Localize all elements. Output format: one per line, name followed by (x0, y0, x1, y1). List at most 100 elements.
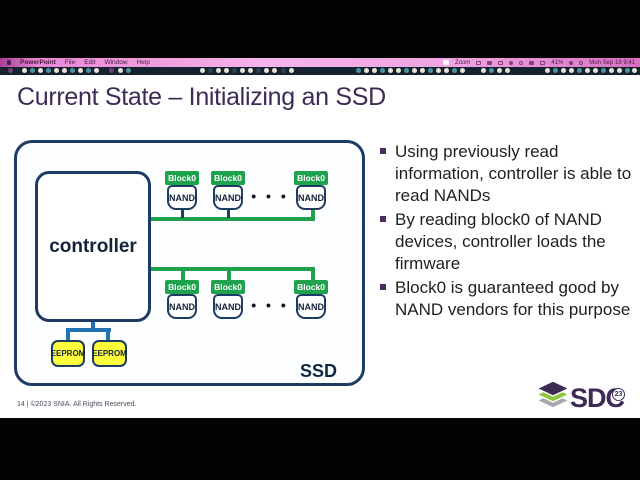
zoom-app-icon[interactable] (442, 60, 449, 65)
control-center-icon[interactable] (540, 60, 546, 65)
keyboard-icon[interactable] (487, 60, 493, 65)
dock-app-dot (444, 68, 449, 73)
dock-app-dot (272, 68, 277, 73)
dock-app-dot (78, 68, 83, 73)
dock-app-dot (62, 68, 67, 73)
bullet-square-icon (380, 148, 386, 154)
bullet-item: Using previously read information, contr… (380, 141, 638, 207)
nand-chip: Block0 NAND (294, 171, 328, 210)
block0-tab: Block0 (165, 171, 199, 185)
dock-app-dot (404, 68, 409, 73)
dock-app-dot (248, 68, 253, 73)
window-icon[interactable] (498, 60, 504, 65)
menu-item-file[interactable]: File (64, 59, 76, 66)
dock-app-dot (545, 68, 550, 73)
dock-app-dot (372, 68, 377, 73)
nand-body: NAND (296, 294, 326, 319)
dock-app-dot (364, 68, 369, 73)
nand5-pin (227, 271, 231, 281)
dock-app-dot (289, 68, 294, 73)
dock-strip[interactable] (0, 67, 640, 75)
dock-app-dot (224, 68, 229, 73)
dock-app-dot (356, 68, 361, 73)
dock-app-dot (126, 68, 131, 73)
battery-label[interactable]: 41% (551, 59, 564, 66)
dock-app-dot (380, 68, 385, 73)
phone-icon[interactable] (529, 60, 535, 65)
slide-footer: 14 | ©2023 SNIA. All Rights Reserved. (17, 401, 137, 408)
menu-item-window[interactable]: Window (104, 59, 128, 66)
nand-body: NAND (213, 185, 243, 210)
nand-chip: Block0 NAND (165, 280, 199, 319)
dock-app-dot (94, 68, 99, 73)
dock-app-dot (593, 68, 598, 73)
nand-bus-bottom-corner (311, 267, 315, 281)
dock-app-dot (436, 68, 441, 73)
dock-app-dot (460, 68, 465, 73)
eeprom-chip: EEPROM (51, 340, 85, 367)
bluetooth-icon[interactable] (519, 60, 524, 65)
menu-items: PowerPoint File Edit Window Help (0, 59, 150, 66)
block0-tab: Block0 (211, 171, 245, 185)
menu-item-help[interactable]: Help (136, 59, 150, 66)
dock-app-dot (22, 68, 27, 73)
dock-app-dot (216, 68, 221, 73)
dock-app-dot (109, 68, 114, 73)
bullet-square-icon (380, 216, 386, 222)
block0-tab: Block0 (211, 280, 245, 294)
ellipsis-bottom: • • • (251, 297, 289, 313)
nand-bus-top-corner (311, 209, 315, 219)
ssd-label: SSD (300, 361, 338, 381)
dock-app-dot (489, 68, 494, 73)
dock-app-dot (232, 68, 237, 73)
eeprom-crossbar (66, 328, 111, 332)
sdc-logo: SDC 23 (535, 380, 626, 416)
dock-app-dot (601, 68, 606, 73)
nand-chip: Block0 NAND (165, 171, 199, 210)
dock-app-dot (208, 68, 213, 73)
menu-item-app[interactable]: PowerPoint (20, 59, 56, 66)
eeprom-chip: EEPROM (92, 340, 127, 367)
eeprom1-pin (66, 331, 70, 341)
dock-app-dot (240, 68, 245, 73)
block0-tab: Block0 (165, 280, 199, 294)
dock-app-dot (388, 68, 393, 73)
dock-app-dot (625, 68, 630, 73)
menu-item-edit[interactable]: Edit (84, 59, 96, 66)
time-machine-icon[interactable] (509, 60, 514, 65)
bullet-text: Using previously read information, contr… (395, 142, 632, 205)
dock-app-dot (561, 68, 566, 73)
controller-box: controller (35, 171, 151, 322)
dock-app-dot (8, 68, 13, 73)
nand-body: NAND (296, 185, 326, 210)
bullet-item: Block0 is guaranteed good by NAND vendor… (380, 277, 638, 321)
nand2-pin (227, 209, 230, 218)
nand-body: NAND (167, 185, 197, 210)
search-icon[interactable] (579, 60, 584, 65)
dock-app-dot (497, 68, 502, 73)
bullet-square-icon (380, 284, 386, 290)
block0-tab: Block0 (294, 280, 328, 294)
nand-bus-top (151, 217, 315, 221)
dock-app-dot (256, 68, 261, 73)
bullet-text: Block0 is guaranteed good by NAND vendor… (395, 278, 631, 319)
nand4-pin (181, 271, 185, 281)
display-icon[interactable] (476, 60, 482, 65)
dock-app-dot (428, 68, 433, 73)
zoom-app-label[interactable]: Zoom (454, 59, 471, 66)
sdc-logo-badge: 23 (612, 387, 626, 401)
clock-label[interactable]: Mon Sep 18 9:41 (589, 59, 635, 66)
slide-title: Current State – Initializing an SSD (17, 83, 386, 111)
ellipsis-top: • • • (251, 188, 289, 204)
eeprom-trunk (91, 322, 95, 331)
nand-chip: Block0 NAND (211, 171, 245, 210)
dock-app-dot (30, 68, 35, 73)
nand-bus-bottom (151, 267, 315, 271)
nand-body: NAND (167, 294, 197, 319)
bullet-list: Using previously read information, contr… (380, 141, 638, 323)
dock-app-dot (505, 68, 510, 73)
nand1-pin (181, 209, 184, 218)
wifi-icon[interactable] (569, 60, 574, 65)
dock-app-dot (617, 68, 622, 73)
apple-icon[interactable] (7, 60, 11, 65)
